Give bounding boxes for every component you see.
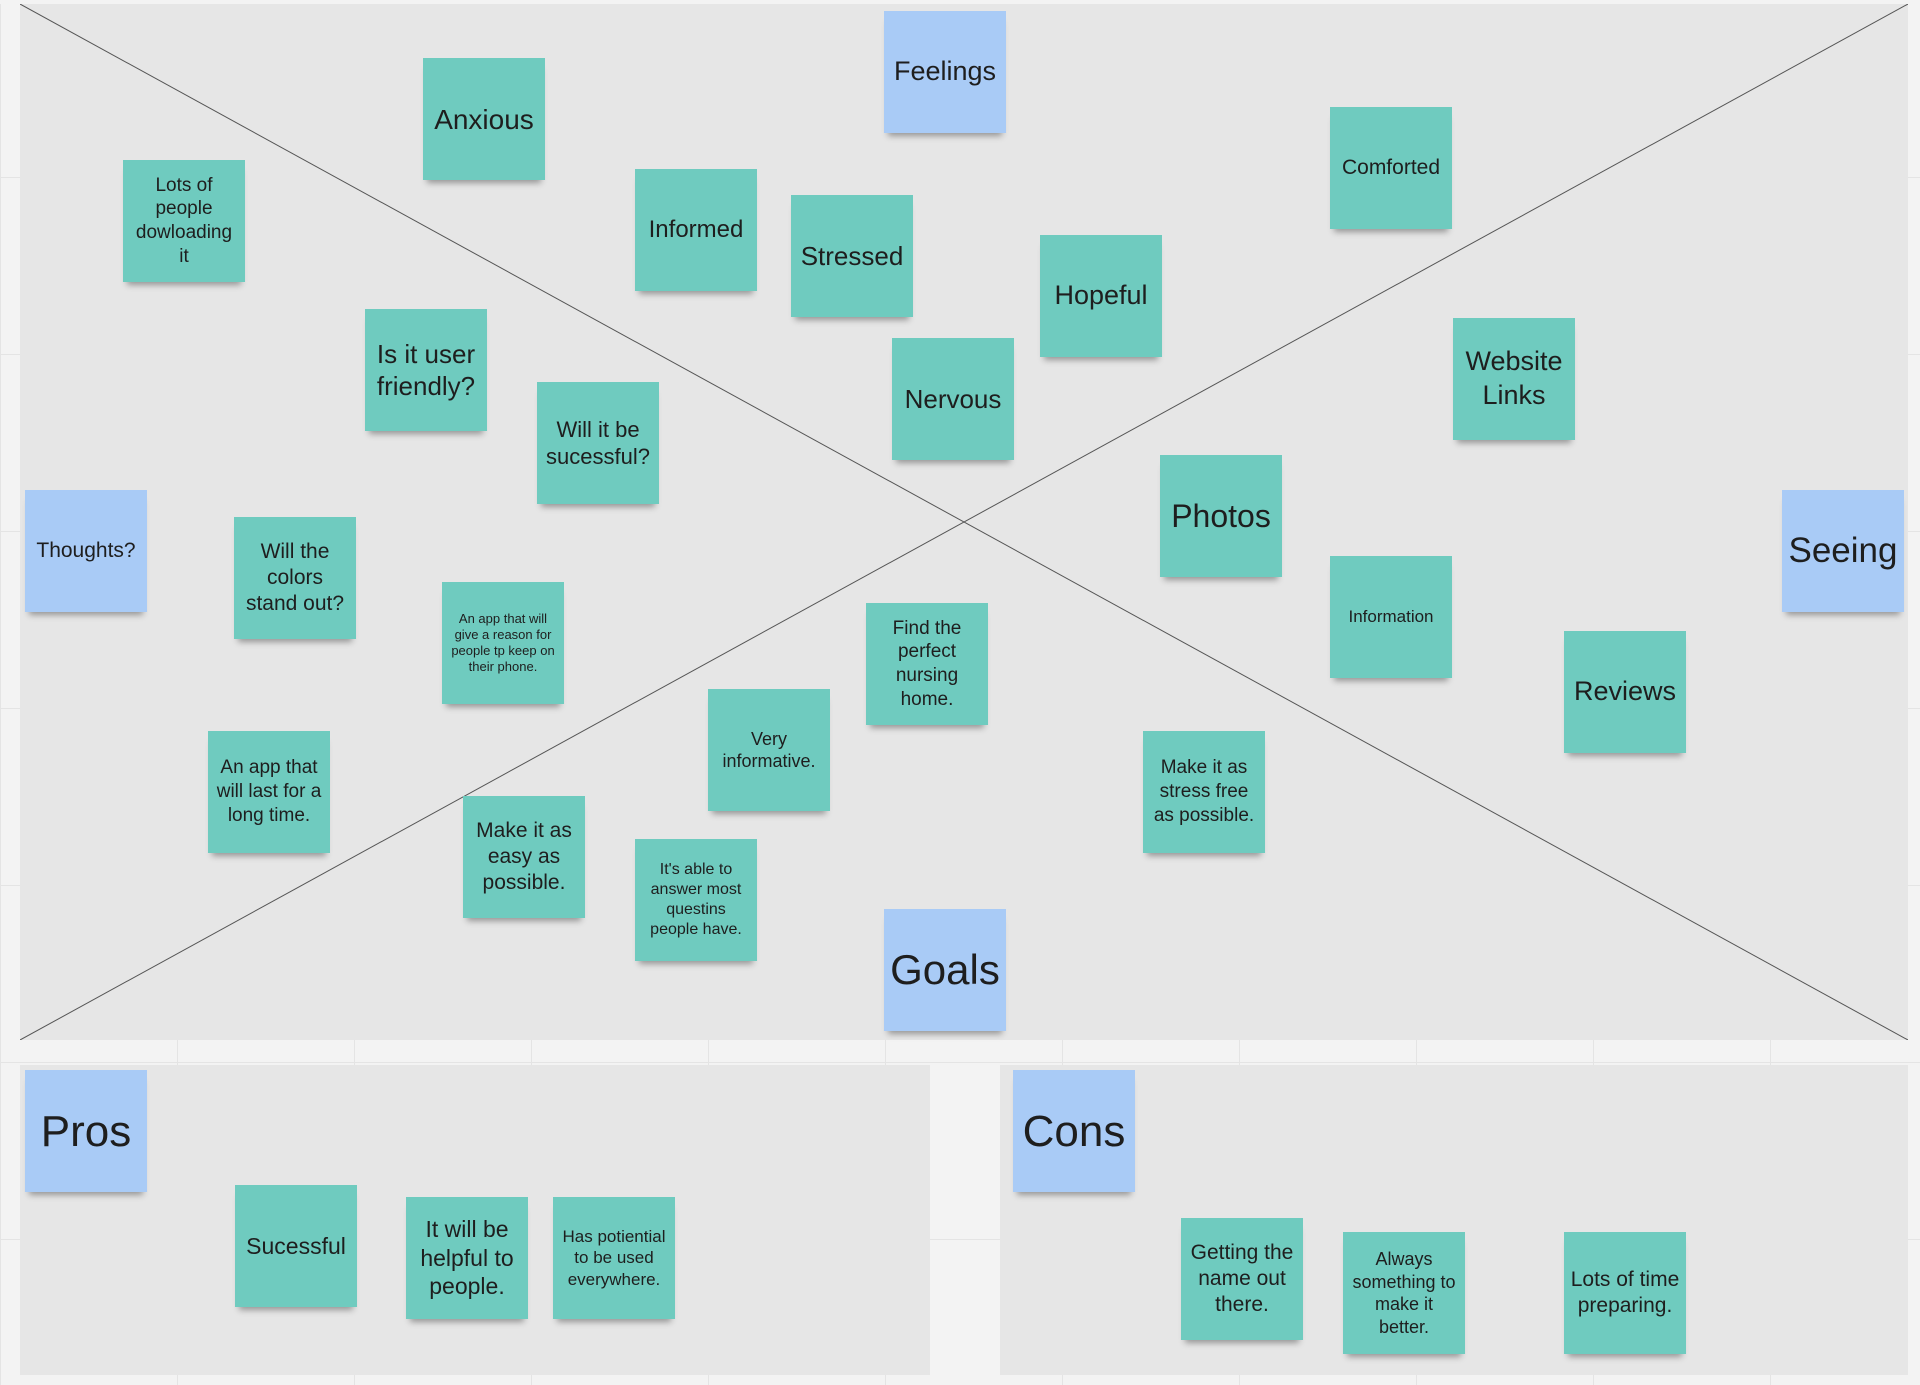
cons-header-note[interactable]: Cons bbox=[1013, 1070, 1135, 1192]
sticky-note[interactable]: Stressed bbox=[791, 195, 913, 317]
thoughts-label: Thoughts? bbox=[36, 538, 136, 562]
sticky-note[interactable]: Photos bbox=[1160, 455, 1282, 577]
sticky-note[interactable]: It's able to answer most questins people… bbox=[635, 839, 757, 961]
sticky-note[interactable]: Very informative. bbox=[708, 689, 830, 811]
feelings-header-note[interactable]: Feelings bbox=[884, 11, 1006, 133]
cons-sticky-note[interactable]: Getting the name out there. bbox=[1181, 1218, 1303, 1340]
sticky-note[interactable]: Make it as stress free as possible. bbox=[1143, 731, 1265, 853]
goals-label: Goals bbox=[890, 945, 1000, 993]
cons-label: Cons bbox=[1022, 1106, 1126, 1156]
pros-header-note[interactable]: Pros bbox=[25, 1070, 147, 1192]
sticky-note[interactable]: Make it as easy as possible. bbox=[463, 796, 585, 918]
pros-label: Pros bbox=[40, 1106, 132, 1156]
sticky-note[interactable]: Is it user friendly? bbox=[365, 309, 487, 431]
sticky-note[interactable]: An app that will last for a long time. bbox=[208, 731, 330, 853]
sticky-note[interactable]: Comforted bbox=[1330, 107, 1452, 229]
seeing-label: Seeing bbox=[1788, 531, 1898, 571]
sticky-note[interactable]: Website Links bbox=[1453, 318, 1575, 440]
sticky-note[interactable]: An app that will give a reason for peopl… bbox=[442, 582, 564, 704]
feelings-label: Feelings bbox=[893, 56, 997, 87]
sticky-note[interactable]: Information bbox=[1330, 556, 1452, 678]
quadrant-divider-lines bbox=[20, 4, 1908, 1040]
seeing-header-note[interactable]: Seeing bbox=[1782, 490, 1904, 612]
sticky-note[interactable]: Lots of people dowloading it bbox=[123, 160, 245, 282]
pros-sticky-note[interactable]: Has potiential to be used everywhere. bbox=[553, 1197, 675, 1319]
sticky-note[interactable]: Reviews bbox=[1564, 631, 1686, 753]
thoughts-header-note[interactable]: Thoughts? bbox=[25, 490, 147, 612]
sticky-note[interactable]: Hopeful bbox=[1040, 235, 1162, 357]
pros-sticky-note[interactable]: Sucessful bbox=[235, 1185, 357, 1307]
pros-sticky-note[interactable]: It will be helpful to people. bbox=[406, 1197, 528, 1319]
sticky-note[interactable]: Find the perfect nursing home. bbox=[866, 603, 988, 725]
sticky-note[interactable]: Will it be sucessful? bbox=[537, 382, 659, 504]
sticky-note[interactable]: Informed bbox=[635, 169, 757, 291]
goals-header-note[interactable]: Goals bbox=[884, 909, 1006, 1031]
cons-sticky-note[interactable]: Always something to make it better. bbox=[1343, 1232, 1465, 1354]
cons-sticky-note[interactable]: Lots of time preparing. bbox=[1564, 1232, 1686, 1354]
top-edge bbox=[0, 0, 1920, 4]
sticky-note[interactable]: Anxious bbox=[423, 58, 545, 180]
sticky-note[interactable]: Nervous bbox=[892, 338, 1014, 460]
sticky-note[interactable]: Will the colors stand out? bbox=[234, 517, 356, 639]
